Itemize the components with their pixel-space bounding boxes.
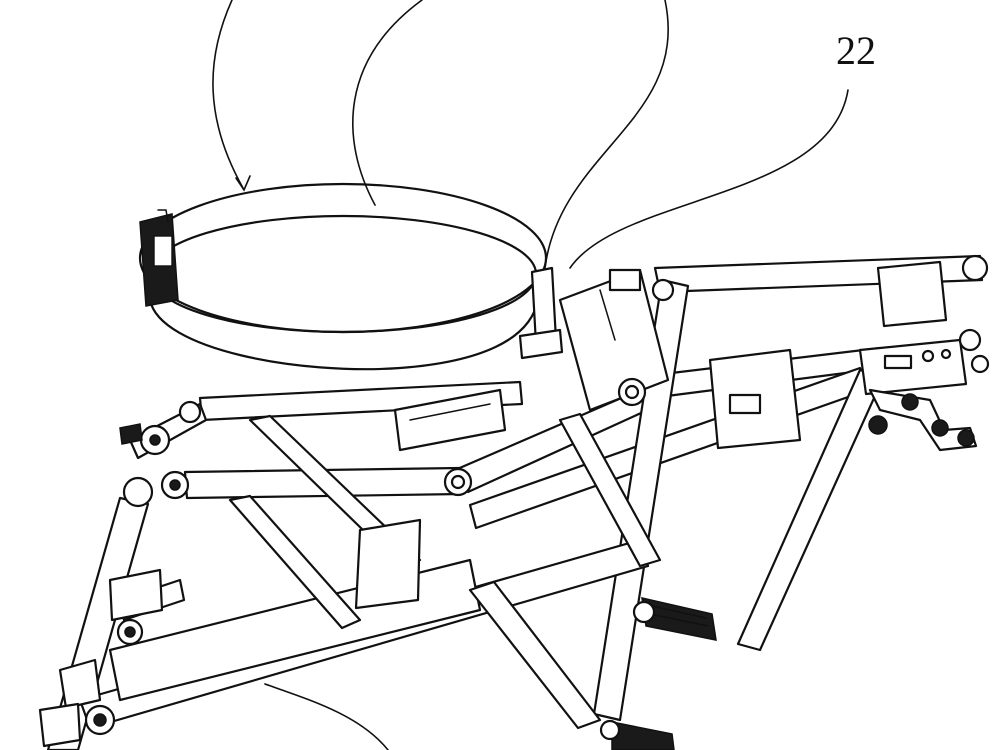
lower-mount-plate bbox=[354, 518, 422, 610]
joint-top-right bbox=[961, 254, 989, 282]
strap-band bbox=[138, 182, 548, 371]
rear-bracket-plate bbox=[858, 338, 968, 396]
footrest-peg-lower-icon bbox=[599, 719, 675, 750]
joint-right bbox=[958, 328, 982, 352]
callout-22-label: 22 bbox=[836, 28, 876, 73]
leader-line-bottom bbox=[264, 683, 389, 750]
arrowhead-icon bbox=[235, 175, 251, 192]
strap-bottom-edge bbox=[148, 298, 540, 371]
strap-clip bbox=[518, 266, 564, 360]
strap-inner-edge bbox=[148, 214, 538, 334]
frame-tubes bbox=[46, 254, 984, 750]
footrest-peg-icon bbox=[632, 597, 717, 641]
leader-line-22 bbox=[569, 89, 849, 269]
rear-rigging bbox=[868, 388, 978, 452]
cross-brace-1 bbox=[228, 494, 362, 630]
leader-line-1 bbox=[212, 0, 244, 189]
cross-brace-4 bbox=[558, 412, 662, 568]
joint-top bbox=[651, 278, 675, 302]
cross-brace-3 bbox=[468, 580, 602, 730]
mount-bracket-left bbox=[393, 388, 507, 452]
leader-lines bbox=[212, 0, 849, 750]
top-rear-bracket bbox=[876, 260, 948, 328]
joint-front bbox=[122, 476, 154, 508]
front-left-fittings bbox=[38, 423, 164, 748]
buckle-icon bbox=[139, 209, 179, 307]
leader-line-2 bbox=[352, 0, 423, 206]
strap-outer-edge bbox=[138, 182, 548, 334]
joints bbox=[84, 254, 990, 736]
leader-line-3 bbox=[544, 0, 669, 269]
bracket-plates bbox=[354, 260, 968, 610]
